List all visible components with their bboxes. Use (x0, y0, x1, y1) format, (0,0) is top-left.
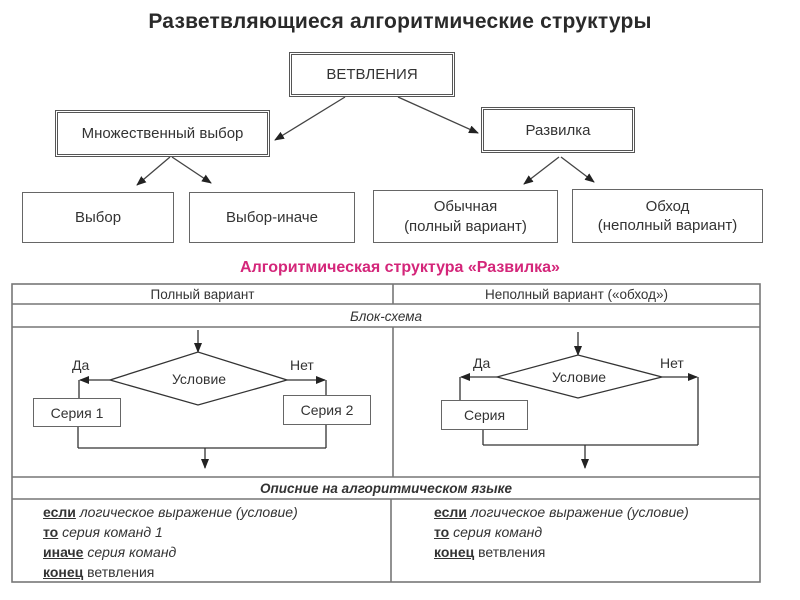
full-no-label: Нет (290, 357, 314, 373)
keyword: если (434, 504, 467, 520)
node-normal: Обычная (полный вариант) (373, 190, 558, 243)
full-code-block: если логическое выражение (условие) то с… (43, 502, 298, 582)
full-condition-label: Условие (171, 371, 227, 387)
keyword: иначе (43, 544, 84, 560)
node-multiple-choice-label: Множественный выбор (81, 125, 244, 142)
node-choice-else-label: Выбор-иначе (226, 208, 318, 226)
partial-code-block: если логическое выражение (условие) то с… (434, 502, 689, 562)
node-choice-label: Выбор (74, 208, 122, 226)
partial-code-line: конец ветвления (434, 542, 689, 562)
partial-yes-label: Да (473, 355, 491, 371)
arrow-fork-to-normal (523, 156, 560, 185)
node-fork: Развилка (481, 107, 635, 153)
partial-series-label: Серия (463, 407, 506, 423)
partial-no-label: Нет (660, 355, 684, 371)
page-title: Разветвляющиеся алгоритмические структур… (148, 10, 652, 33)
full-series-1-box: Серия 1 (33, 398, 121, 427)
full-series-2-box: Серия 2 (283, 395, 371, 425)
full-code-line: иначе серия команд (43, 542, 298, 562)
node-bypass-line1: Обход (645, 197, 690, 215)
arrow-root-to-fork (397, 96, 479, 134)
flowchart-header: Блок-схема (350, 309, 422, 324)
node-fork-label: Развилка (525, 121, 591, 139)
arrow-multiple-to-choice-else (171, 156, 212, 184)
description-header: Опиcние на алгоритмическом языке (260, 481, 512, 496)
full-yes-label: Да (72, 357, 90, 373)
node-choice-else: Выбор-иначе (189, 192, 355, 243)
code-text: ветвления (87, 564, 155, 580)
column-header-partial: Неполный вариант («обход») (484, 287, 669, 302)
code-text: серия команд 1 (62, 524, 163, 540)
code-text: логическое выражение (условие) (79, 504, 298, 520)
node-choice: Выбор (22, 192, 174, 243)
code-text: серия команд (87, 544, 177, 560)
node-multiple-choice: Множественный выбор (55, 110, 270, 157)
full-code-line: конец ветвления (43, 562, 298, 582)
root-node-label: ВЕТВЛЕНИЯ (326, 66, 418, 83)
keyword: конец (434, 544, 475, 560)
node-bypass: Обход (неполный вариант) (572, 189, 763, 243)
code-text: логическое выражение (условие) (470, 504, 689, 520)
arrow-fork-to-bypass (560, 156, 595, 183)
node-normal-line1: Обычная (433, 198, 498, 215)
keyword: то (434, 524, 450, 540)
partial-series-box: Серия (441, 400, 528, 430)
full-series-1-label: Серия 1 (50, 404, 104, 421)
full-code-line: то серия команд 1 (43, 522, 298, 542)
code-text: серия команд (453, 524, 543, 540)
arrow-multiple-to-choice (136, 156, 171, 186)
keyword: конец (43, 564, 84, 580)
column-header-full: Полный вариант (150, 287, 255, 302)
partial-code-line: то серия команд (434, 522, 689, 542)
node-bypass-line2: (неполный вариант) (597, 217, 738, 234)
node-normal-line2: (полный вариант) (404, 217, 527, 235)
partial-condition-label: Условие (551, 369, 607, 385)
full-series-2-label: Серия 2 (300, 402, 354, 418)
keyword: если (43, 504, 76, 520)
section-title: Алгоритмическая структура «Развилка» (240, 259, 560, 276)
keyword: то (43, 524, 59, 540)
code-text: ветвления (478, 544, 546, 560)
root-node-branching: ВЕТВЛЕНИЯ (289, 52, 455, 97)
full-code-line: если логическое выражение (условие) (43, 502, 298, 522)
partial-code-line: если логическое выражение (условие) (434, 502, 689, 522)
arrow-root-to-multiple (274, 96, 346, 141)
